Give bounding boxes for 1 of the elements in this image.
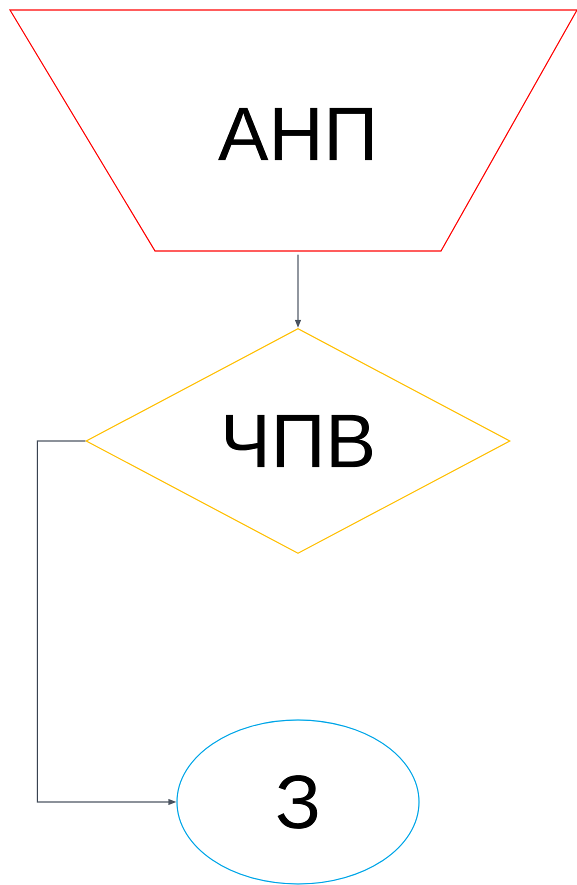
- ellipse-node: З: [176, 719, 420, 885]
